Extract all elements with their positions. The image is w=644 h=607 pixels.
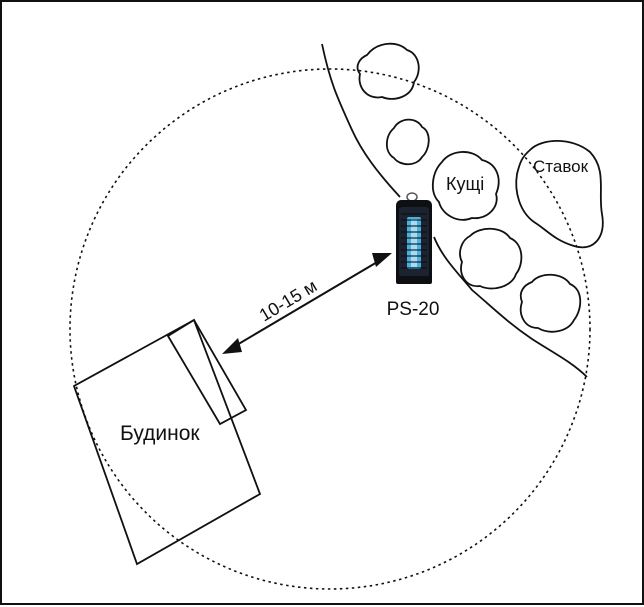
house-outline bbox=[72, 318, 262, 566]
house-label: Будинок bbox=[120, 422, 200, 445]
bush-icon bbox=[432, 151, 500, 221]
coverage-circle bbox=[69, 68, 591, 590]
bush-icon bbox=[356, 42, 420, 100]
bush-icon bbox=[459, 227, 523, 290]
bug-zapper-icon bbox=[396, 192, 432, 284]
bush-icon bbox=[385, 118, 430, 166]
pond-label: Ставок bbox=[533, 157, 589, 176]
garden-edge-right bbox=[433, 236, 588, 378]
device-label: PS-20 bbox=[387, 299, 440, 320]
bush-icon bbox=[519, 273, 582, 333]
distance-arrow bbox=[222, 253, 392, 354]
garden-edge-left bbox=[321, 43, 401, 198]
bushes-label: Кущі bbox=[446, 174, 484, 194]
pond-outline bbox=[515, 140, 604, 249]
